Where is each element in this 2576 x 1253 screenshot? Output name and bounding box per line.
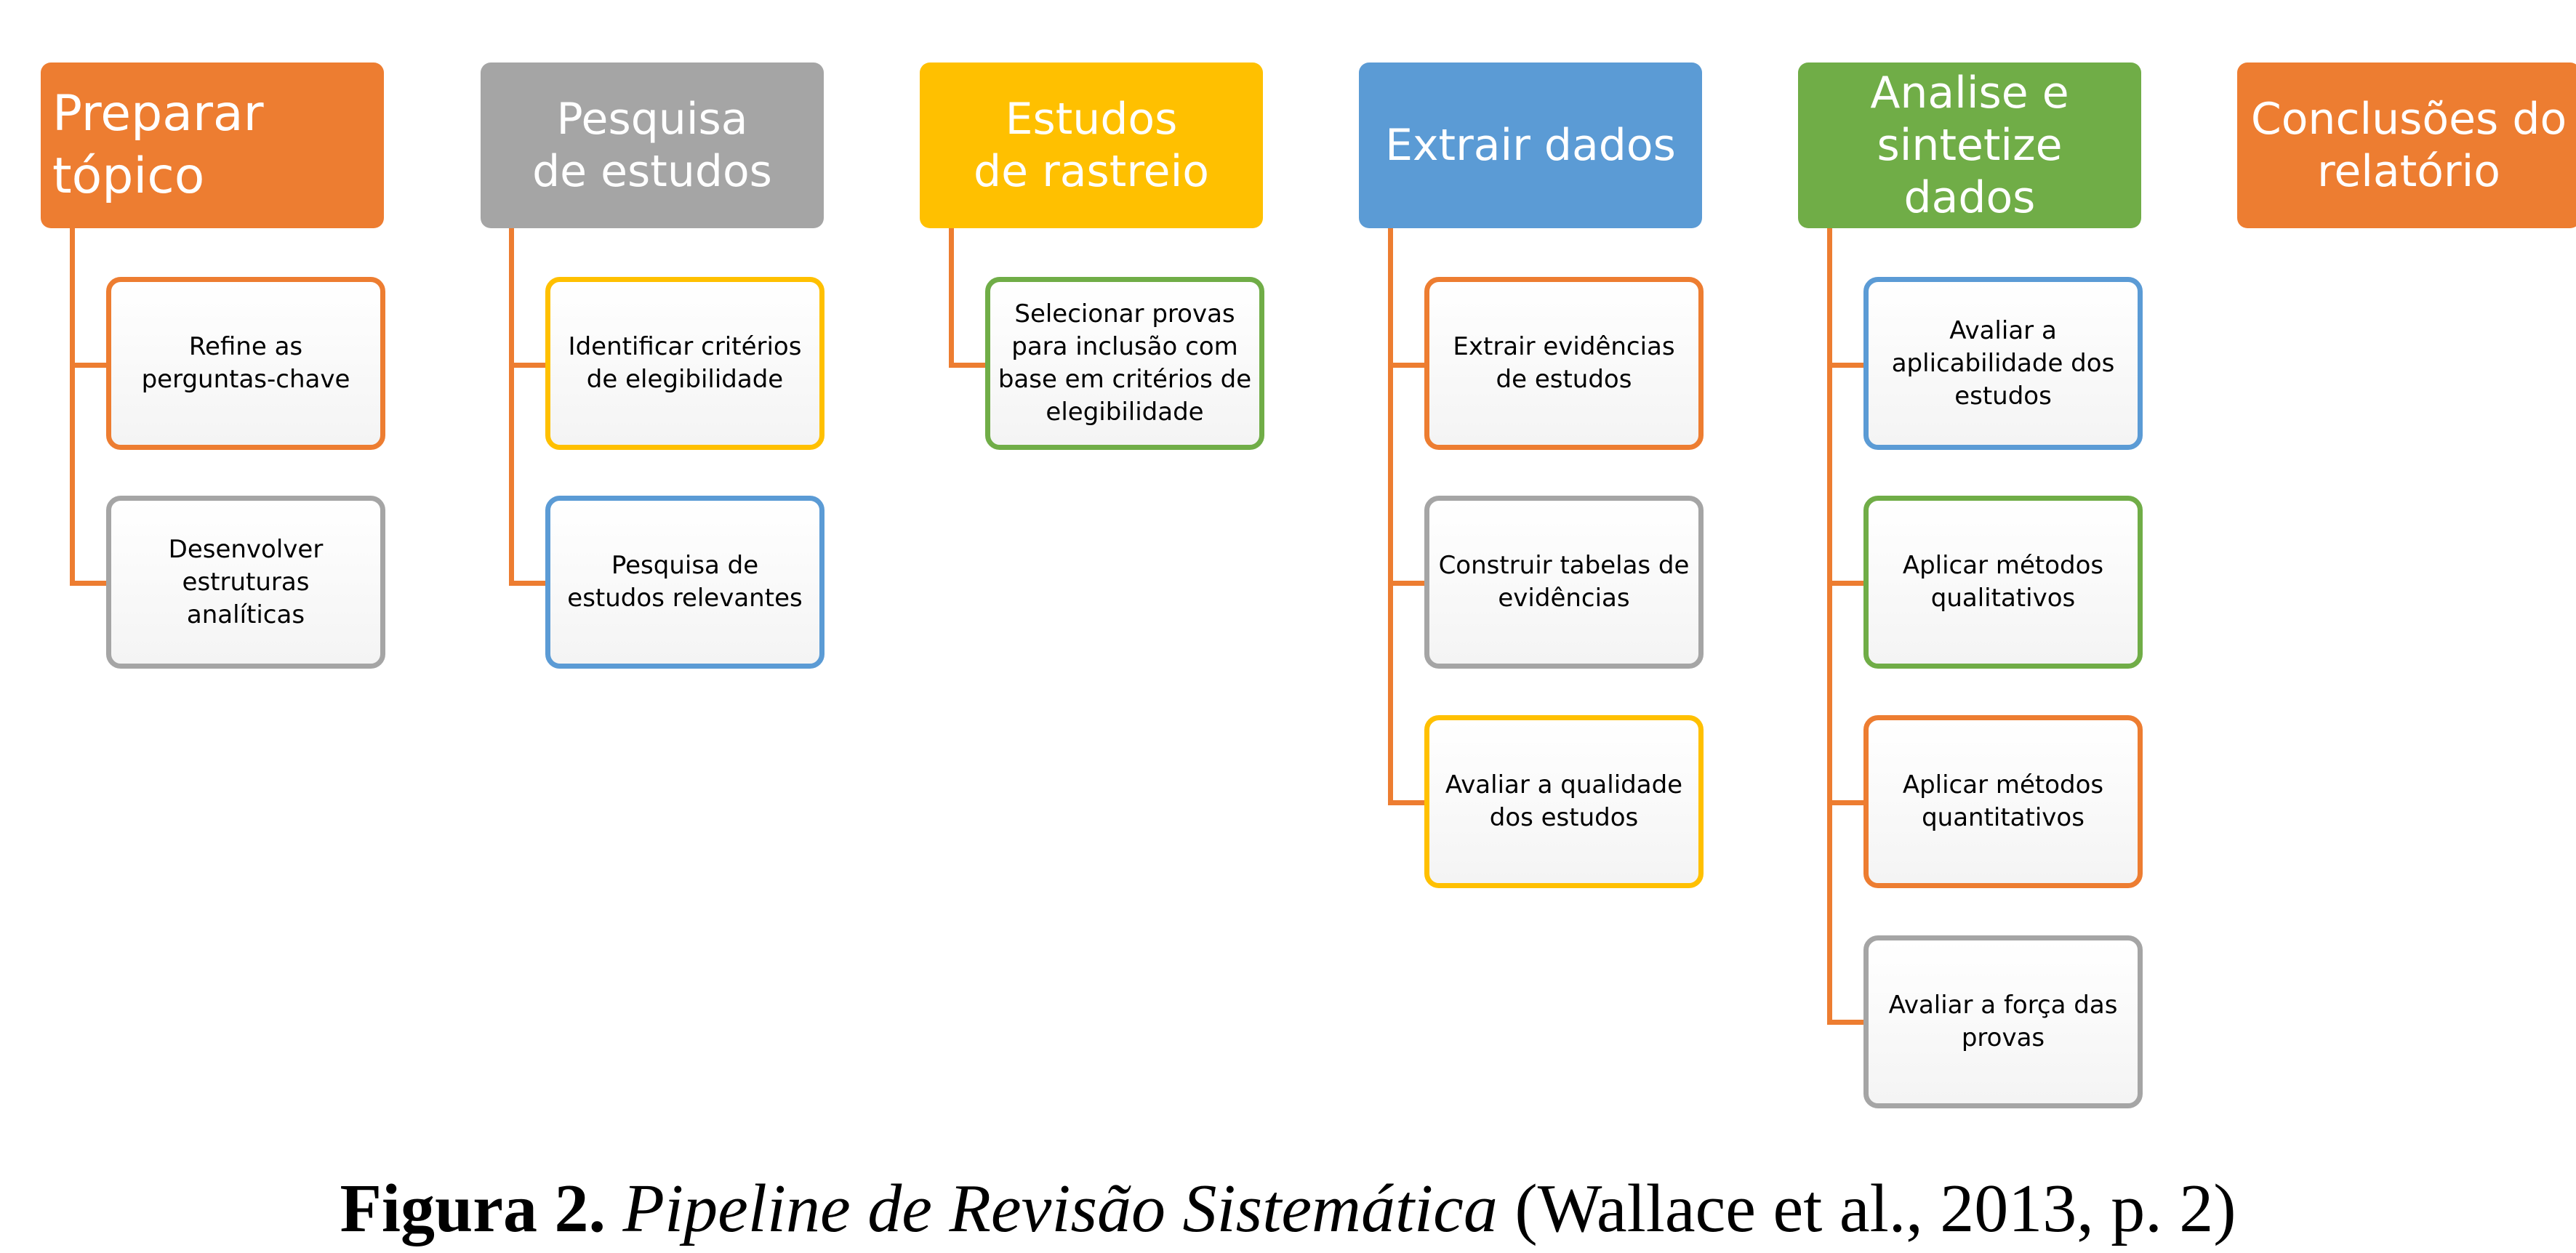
caption-title: Pipeline de Revisão Sistemática [622, 1171, 1498, 1246]
connector-branch [1388, 363, 1424, 368]
step-label: Identificar critérios de elegibilidade [568, 332, 802, 394]
header-preparar-topico: Preparar tópico [41, 63, 384, 228]
header-label: Extrair dados [1385, 120, 1676, 171]
caption-label: Figura 2. [340, 1171, 606, 1246]
step-box: Pesquisa de estudos relevantes [545, 496, 824, 669]
step-label: Refine as perguntas-chave [141, 332, 350, 394]
step-box: Refine as perguntas-chave [106, 277, 385, 450]
connector-branch [509, 363, 545, 368]
header-label: Estudos de rastreio [974, 94, 1209, 197]
step-label: Aplicar métodos quantitativos [1902, 770, 2104, 832]
step-label: Avaliar a aplicabilidade dos estudos [1891, 315, 2115, 411]
connector-branch [949, 363, 985, 368]
connector-branch [70, 581, 106, 586]
step-box: Avaliar a qualidade dos estudos [1424, 715, 1704, 888]
connector-trunk [1827, 228, 1832, 1025]
step-label: Selecionar provas para inclusão com base… [998, 299, 1252, 427]
step-box: Aplicar métodos quantitativos [1863, 715, 2143, 888]
header-estudos-de-rastreio: Estudos de rastreio [920, 63, 1263, 228]
connector-branch [1827, 1020, 1863, 1025]
connector-branch [1827, 800, 1863, 805]
step-label: Avaliar a qualidade dos estudos [1445, 770, 1683, 832]
connector-branch [1827, 363, 1863, 368]
step-box: Selecionar provas para inclusão com base… [985, 277, 1264, 450]
connector-branch [1827, 581, 1863, 586]
header-label: Preparar tópico [52, 85, 264, 205]
step-label: Extrair evidências de estudos [1453, 332, 1675, 394]
step-label: Construir tabelas de evidências [1438, 551, 1690, 613]
connector-branch [509, 581, 545, 586]
caption-citation: (Wallace et al., 2013, p. 2) [1514, 1171, 2236, 1246]
connector-trunk [949, 228, 954, 368]
step-box: Avaliar a força das provas [1863, 935, 2143, 1108]
step-label: Aplicar métodos qualitativos [1902, 551, 2104, 613]
step-box: Desenvolver estruturas analíticas [106, 496, 385, 669]
header-label: Pesquisa de estudos [532, 94, 772, 197]
header-label: Conclusões do relatório [2250, 94, 2567, 197]
connector-branch [70, 363, 106, 368]
step-box: Identificar critérios de elegibilidade [545, 277, 824, 450]
step-box: Avaliar a aplicabilidade dos estudos [1863, 277, 2143, 450]
header-label: Analise e sintetize dados [1870, 68, 2069, 223]
step-label: Desenvolver estruturas analíticas [168, 534, 324, 629]
step-label: Pesquisa de estudos relevantes [567, 551, 803, 613]
figure-caption: Figura 2. Pipeline de Revisão Sistemátic… [0, 1169, 2576, 1249]
connector-branch [1388, 800, 1424, 805]
step-box: Aplicar métodos qualitativos [1863, 496, 2143, 669]
step-box: Construir tabelas de evidências [1424, 496, 1704, 669]
header-analise-e-sintetize-dados: Analise e sintetize dados [1798, 63, 2141, 228]
header-pesquisa-de-estudos: Pesquisa de estudos [481, 63, 824, 228]
connector-trunk [509, 228, 514, 586]
connector-trunk [70, 228, 75, 586]
connector-trunk [1388, 228, 1393, 805]
header-extrair-dados: Extrair dados [1359, 63, 1702, 228]
connector-branch [1388, 581, 1424, 586]
step-label: Avaliar a força das provas [1888, 991, 2118, 1052]
header-conclusoes-do-relatorio: Conclusões do relatório [2237, 63, 2576, 228]
step-box: Extrair evidências de estudos [1424, 277, 1704, 450]
